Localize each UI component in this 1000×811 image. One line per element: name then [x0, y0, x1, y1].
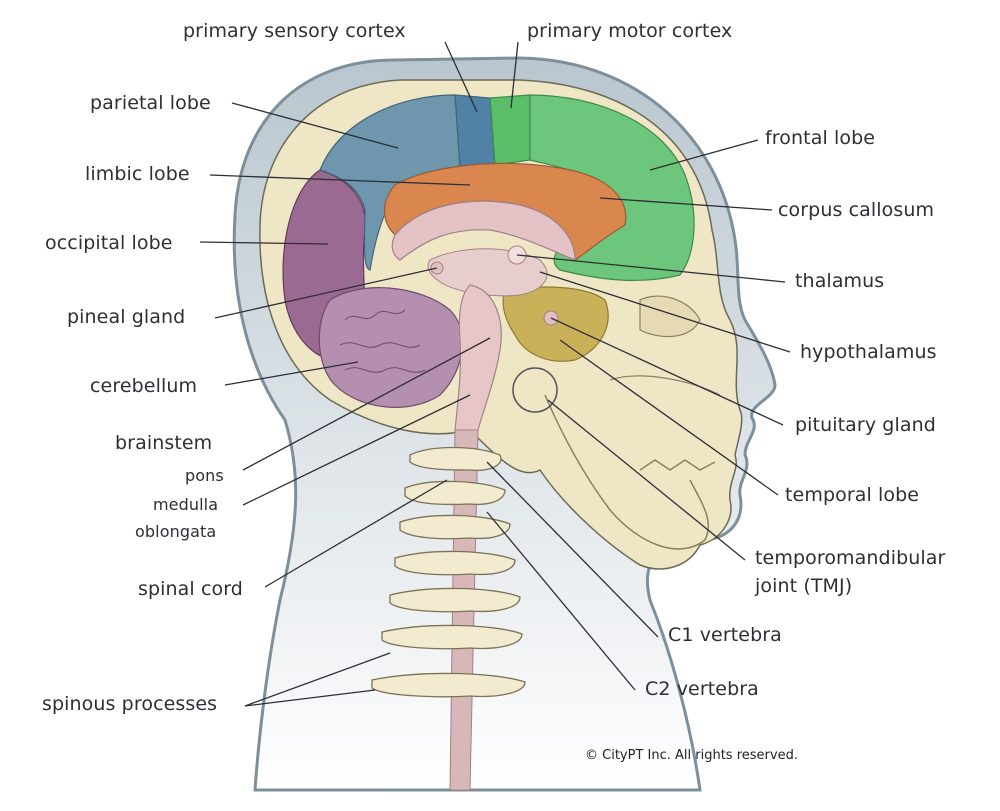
- label-primary-motor-cortex: primary motor cortex: [527, 20, 733, 42]
- cervical-vertebrae: [371, 446, 526, 698]
- vertebra-c1: [409, 446, 502, 471]
- label-temporal-lobe: temporal lobe: [785, 484, 920, 506]
- label-temporomandibular: temporomandibular: [755, 547, 946, 569]
- label-c2-vertebra: C2 vertebra: [645, 678, 759, 700]
- label-thalamus: thalamus: [795, 270, 885, 292]
- cheek-bone: [609, 375, 721, 396]
- label-medulla: medulla: [153, 495, 219, 514]
- tmj-marker: [512, 367, 558, 413]
- vertebra-c6: [381, 624, 523, 650]
- label-c1-vertebra: C1 vertebra: [668, 624, 782, 646]
- label-spinous-processes: spinous processes: [42, 693, 218, 715]
- label-pituitary-gland: pituitary gland: [795, 414, 936, 436]
- teeth: [639, 459, 716, 471]
- vertebra-c3: [399, 514, 511, 540]
- label-spinal-cord: spinal cord: [138, 578, 243, 600]
- label-pineal-gland: pineal gland: [67, 306, 186, 328]
- label-frontal-lobe: frontal lobe: [765, 127, 876, 149]
- vertebra-c5: [389, 587, 521, 613]
- vertebra-c7: [371, 672, 526, 698]
- label-pons: pons: [185, 466, 224, 485]
- label-brainstem: brainstem: [115, 432, 213, 454]
- cerebellum-folds: [339, 309, 426, 373]
- jaw: [544, 394, 710, 550]
- vertebra-c2: [404, 480, 506, 506]
- label-oblongata: oblongata: [135, 522, 217, 541]
- vertebra-c4: [394, 550, 516, 576]
- corpus-callosum: [391, 200, 576, 261]
- label-hypothalamus: hypothalamus: [800, 341, 937, 363]
- leader-lines: [199, 41, 791, 707]
- copyright-notice: © CityPT Inc. All rights reserved.: [585, 748, 798, 763]
- primary-motor-cortex: [489, 94, 531, 166]
- eye-socket: [639, 295, 701, 338]
- label-primary-sensory-cortex: primary sensory cortex: [183, 20, 406, 42]
- label-parietal-lobe: parietal lobe: [90, 92, 211, 114]
- label-joint-tmj: joint (TMJ): [755, 575, 853, 597]
- label-occipital-lobe: occipital lobe: [45, 232, 173, 254]
- label-limbic-lobe: limbic lobe: [85, 163, 190, 185]
- label-corpus-callosum: corpus callosum: [778, 199, 935, 221]
- cerebellum: [318, 287, 463, 408]
- primary-sensory-cortex: [454, 94, 496, 169]
- label-cerebellum: cerebellum: [90, 375, 198, 397]
